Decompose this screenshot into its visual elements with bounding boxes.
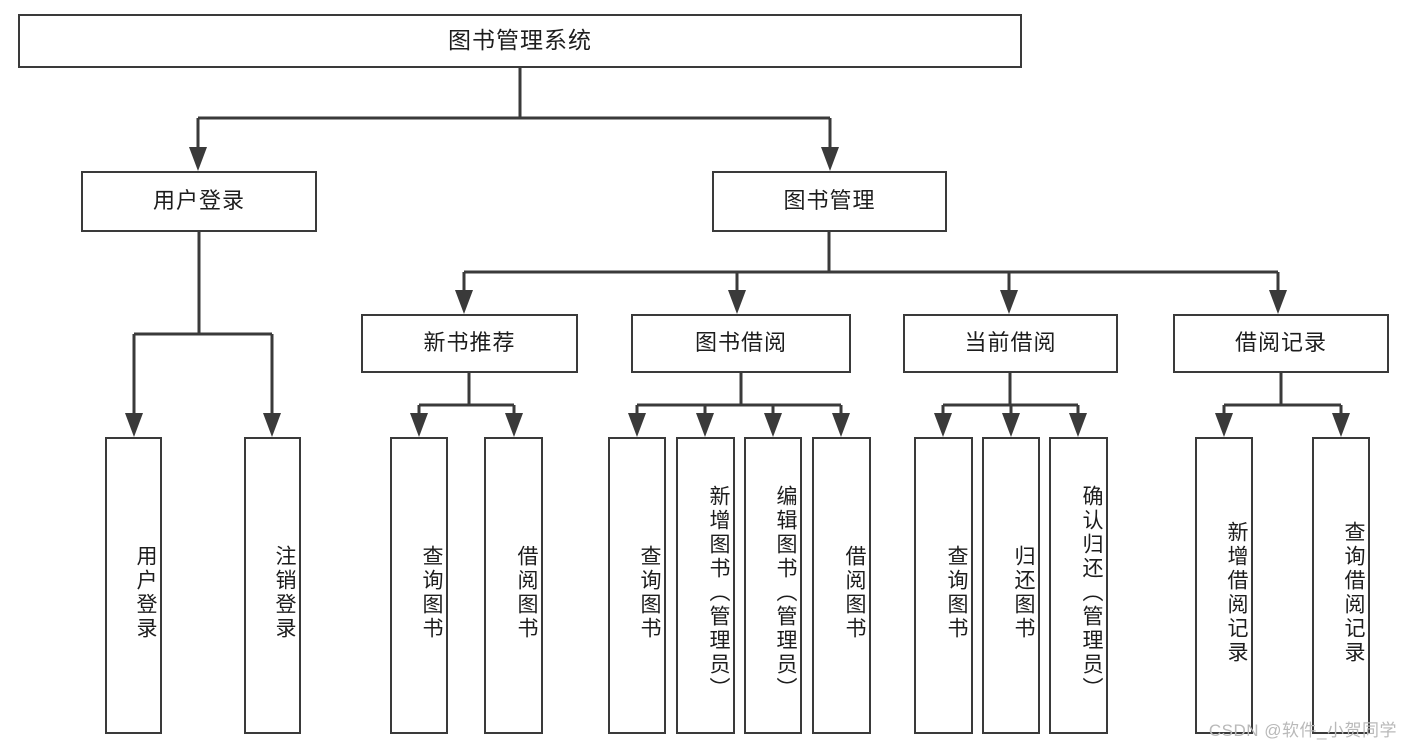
node-leaf-add-record[interactable]: 新增借阅记录 — [1195, 437, 1253, 734]
g-book-manage-arrowhead-2 — [1000, 290, 1018, 314]
node-label: 确认归还（管理员） — [1080, 484, 1103, 701]
g-book-borrow-arrowhead-1 — [696, 413, 714, 437]
node-user-login[interactable]: 用户登录 — [81, 171, 317, 232]
node-label: 新增图书（管理员） — [707, 484, 730, 701]
g-root-arrowhead-1 — [821, 147, 839, 171]
node-leaf-return-book[interactable]: 归还图书 — [982, 437, 1040, 734]
g-current-borrow-arrowhead-0 — [934, 413, 952, 437]
g-new-book-rec-arrowhead-0 — [410, 413, 428, 437]
g-current-borrow-arrowhead-1 — [1002, 413, 1020, 437]
node-root[interactable]: 图书管理系统 — [18, 14, 1022, 68]
node-current-borrow[interactable]: 当前借阅 — [903, 314, 1118, 373]
g-borrow-record-arrowhead-1 — [1332, 413, 1350, 437]
node-label: 用户登录 — [134, 544, 157, 641]
node-label: 借阅记录 — [1234, 330, 1327, 356]
node-label: 当前借阅 — [964, 330, 1057, 356]
g-user-login-arrowhead-0 — [125, 413, 143, 437]
node-label: 注销登录 — [273, 544, 296, 641]
g-new-book-rec-arrowhead-1 — [505, 413, 523, 437]
node-label: 查询图书 — [945, 544, 968, 641]
node-label: 借阅图书 — [515, 544, 538, 641]
node-borrow-record[interactable]: 借阅记录 — [1173, 314, 1389, 373]
node-label: 用户登录 — [152, 188, 245, 214]
g-borrow-record-arrowhead-0 — [1215, 413, 1233, 437]
node-label: 图书管理系统 — [448, 27, 592, 54]
node-label: 借阅图书 — [843, 544, 866, 641]
g-book-manage-arrowhead-3 — [1269, 290, 1287, 314]
node-label: 归还图书 — [1012, 544, 1035, 641]
node-leaf-query-book-2[interactable]: 查询图书 — [608, 437, 666, 734]
node-leaf-user-login[interactable]: 用户登录 — [105, 437, 162, 734]
node-leaf-add-book[interactable]: 新增图书（管理员） — [676, 437, 735, 734]
g-book-borrow-arrowhead-0 — [628, 413, 646, 437]
node-leaf-edit-book[interactable]: 编辑图书（管理员） — [744, 437, 802, 734]
g-book-borrow-arrowhead-3 — [832, 413, 850, 437]
node-leaf-borrow-book-2[interactable]: 借阅图书 — [812, 437, 871, 734]
node-leaf-query-book-3[interactable]: 查询图书 — [914, 437, 973, 734]
node-label: 编辑图书（管理员） — [774, 484, 797, 701]
node-book-borrow[interactable]: 图书借阅 — [631, 314, 851, 373]
g-book-manage-arrowhead-0 — [455, 290, 473, 314]
node-leaf-query-record[interactable]: 查询借阅记录 — [1312, 437, 1370, 734]
node-new-book-rec[interactable]: 新书推荐 — [361, 314, 578, 373]
node-label: 图书借阅 — [694, 330, 787, 356]
node-leaf-confirm-return[interactable]: 确认归还（管理员） — [1049, 437, 1108, 734]
watermark-label: CSDN @软件_小贺同学 — [1208, 721, 1397, 740]
g-current-borrow-arrowhead-2 — [1069, 413, 1087, 437]
node-label: 新书推荐 — [423, 330, 516, 356]
node-label: 查询图书 — [638, 544, 661, 641]
g-root-arrowhead-0 — [189, 147, 207, 171]
node-label: 查询借阅记录 — [1342, 520, 1365, 665]
node-leaf-borrow-book-1[interactable]: 借阅图书 — [484, 437, 543, 734]
node-leaf-query-book-1[interactable]: 查询图书 — [390, 437, 448, 734]
g-book-manage-arrowhead-1 — [728, 290, 746, 314]
g-user-login-arrowhead-1 — [263, 413, 281, 437]
node-label: 图书管理 — [783, 188, 876, 214]
node-leaf-logout[interactable]: 注销登录 — [244, 437, 301, 734]
g-book-borrow-arrowhead-2 — [764, 413, 782, 437]
node-label: 查询图书 — [420, 544, 443, 641]
node-book-manage[interactable]: 图书管理 — [712, 171, 947, 232]
node-label: 新增借阅记录 — [1225, 520, 1248, 665]
